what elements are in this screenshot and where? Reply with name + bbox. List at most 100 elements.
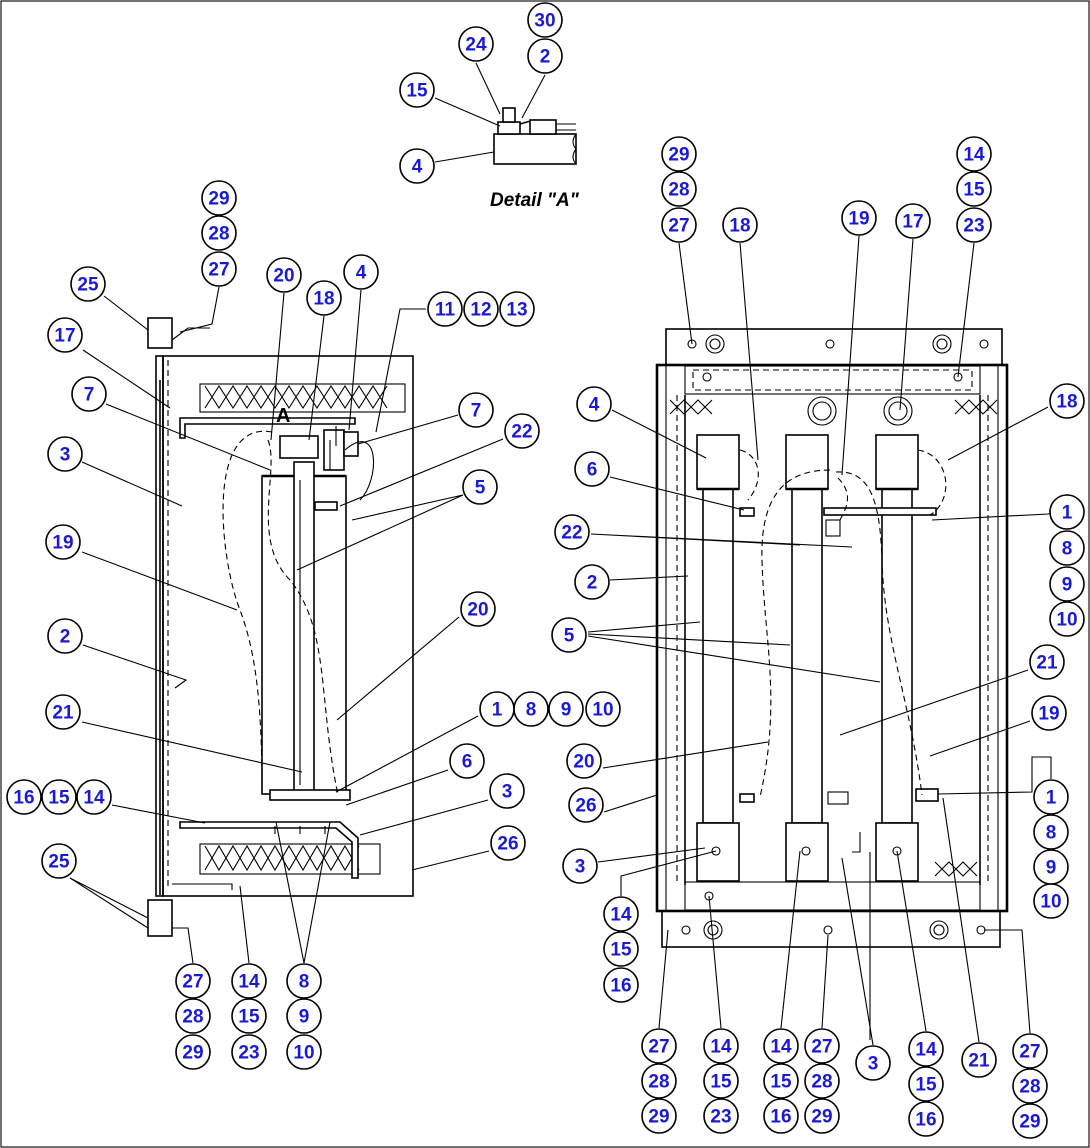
- callout-number: 9: [561, 700, 572, 721]
- callout-circle: [427, 291, 463, 327]
- callout-number: 5: [475, 478, 486, 499]
- callout-circle: [895, 203, 931, 239]
- callout-number: 15: [710, 1072, 732, 1093]
- callout-number: 2: [60, 627, 71, 648]
- callout-bubble: 20: [460, 591, 496, 627]
- left-cable-20: [267, 439, 339, 796]
- callout-bubble: 14: [603, 896, 639, 932]
- callout-number: 8: [1046, 823, 1057, 844]
- callout-circle: [504, 413, 540, 449]
- callout-bubble: 7: [458, 392, 494, 428]
- callout-circle: [489, 773, 525, 809]
- callout-number: 30: [534, 11, 555, 32]
- left-bracket-22: [314, 501, 338, 511]
- callout-bubble: 10: [1033, 883, 1069, 919]
- callout-circle: [70, 266, 106, 302]
- right-cable-18a: [739, 449, 759, 501]
- callout-bubble: 25: [70, 266, 106, 302]
- callout-circle: [661, 207, 697, 243]
- callout-circle: [641, 1098, 677, 1134]
- callout-number: 1: [1062, 503, 1073, 524]
- callout-circle: [603, 931, 639, 967]
- callout-circle: [1033, 779, 1069, 815]
- callout-bubble: 29: [804, 1098, 840, 1134]
- left-bottom-plate: [269, 789, 351, 801]
- callout-number: 6: [462, 752, 473, 773]
- callout-bubble: 6: [574, 451, 610, 487]
- callout-bubble: 30: [527, 2, 563, 38]
- callout-circle: [201, 215, 237, 251]
- callout-number: 4: [356, 263, 367, 284]
- callout-number: 3: [575, 857, 586, 878]
- callout-bubble: 8: [1033, 814, 1069, 850]
- callout-circle: [458, 26, 494, 62]
- callout-bubble: 25: [41, 843, 77, 879]
- right-cable-19: [835, 471, 923, 796]
- callout-number: 18: [729, 216, 750, 237]
- callout-bubble: 18: [1049, 383, 1085, 419]
- callout-bubble: 19: [1031, 695, 1067, 731]
- left-side-panel: [155, 355, 164, 897]
- callout-circle: [527, 2, 563, 38]
- callout-bubble: 28: [201, 215, 237, 251]
- callout-circle: [286, 963, 322, 999]
- callout-number: 1: [492, 700, 503, 721]
- callout-bubble: 27: [804, 1028, 840, 1064]
- callout-circle: [961, 1042, 997, 1078]
- callout-number: 28: [648, 1072, 669, 1093]
- callout-circle: [460, 591, 496, 627]
- callout-bubble: 14: [956, 136, 992, 172]
- callout-number: 21: [52, 703, 74, 724]
- callout-circle: [463, 291, 499, 327]
- callout-circle: [1049, 566, 1085, 602]
- callout-number: 9: [299, 1007, 310, 1028]
- callout-number: 25: [48, 852, 70, 873]
- callout-bubble: 8: [286, 963, 322, 999]
- callout-bubble: 15: [908, 1066, 944, 1102]
- callout-circle: [47, 618, 83, 654]
- callout-number: 10: [592, 700, 613, 721]
- callout-number: 15: [406, 81, 428, 102]
- callout-bubble: 8: [513, 691, 549, 727]
- callout-bubble: 10: [585, 691, 621, 727]
- callout-number: 2: [587, 573, 598, 594]
- callout-circle: [527, 38, 563, 74]
- callout-circle: [603, 967, 639, 1003]
- callout-circle: [231, 1034, 267, 1070]
- callout-bubble: 27: [661, 207, 697, 243]
- callout-bubble: 28: [175, 998, 211, 1034]
- callout-number: 23: [238, 1043, 259, 1064]
- callout-circle: [574, 451, 610, 487]
- callout-number: 7: [471, 401, 482, 422]
- callout-bubble: 23: [956, 207, 992, 243]
- left-top-insulation: [199, 383, 406, 413]
- detail-a-drawing: [493, 107, 577, 165]
- callout-number: 22: [561, 523, 582, 544]
- callout-bubble: 2: [574, 564, 610, 600]
- callout-circle: [763, 1028, 799, 1064]
- callout-bubble: 2: [47, 618, 83, 654]
- left-bottom-insulation: [199, 843, 381, 875]
- callout-bubble: 20: [566, 743, 602, 779]
- detail-a-terminal: [529, 119, 557, 135]
- callout-number: 27: [648, 1037, 669, 1058]
- callout-number: 20: [573, 752, 594, 773]
- callout-number: 13: [506, 300, 527, 321]
- callout-circle: [462, 469, 498, 505]
- callout-bubble: 27: [641, 1028, 677, 1064]
- callout-bubble: 1: [479, 691, 515, 727]
- callout-bubble: 16: [763, 1098, 799, 1134]
- callout-number: 28: [668, 180, 689, 201]
- callout-circle: [703, 1028, 739, 1064]
- detail-a-bolt: [502, 107, 516, 123]
- callout-bubble: 17: [895, 203, 931, 239]
- callout-bubble: 29: [175, 1034, 211, 1070]
- callout-circle: [45, 694, 81, 730]
- callout-number: 8: [1062, 539, 1073, 560]
- callout-number: 21: [1036, 653, 1058, 674]
- callout-bubble: 3: [47, 436, 83, 472]
- callout-bubble: 8: [1049, 530, 1085, 566]
- right-column-2-bottom-cap: [785, 822, 829, 882]
- callout-circle: [804, 1098, 840, 1134]
